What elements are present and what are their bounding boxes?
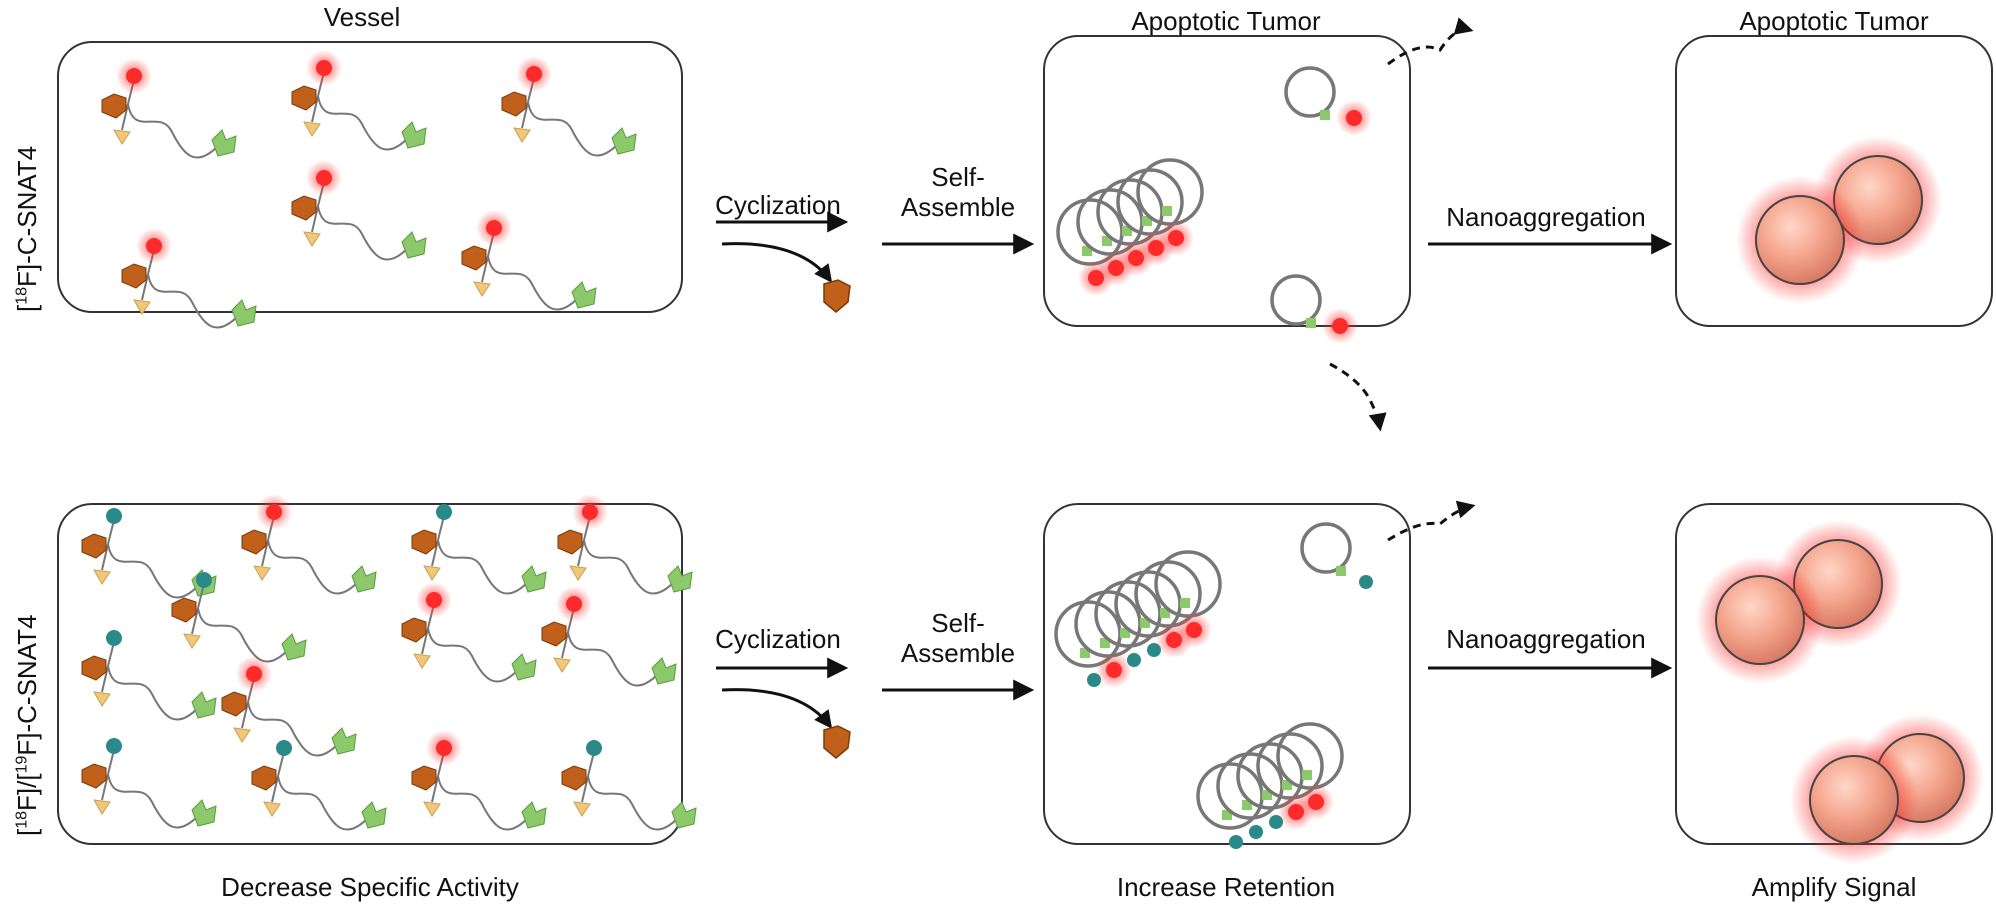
bottom-nanoaggregation-label: Nanoaggregation (1446, 624, 1646, 654)
top-tumor-title: Apoptotic Tumor (1131, 6, 1321, 36)
top-vessel-title: Vessel (323, 2, 401, 32)
hot-probe (401, 582, 537, 683)
hot-probe (461, 210, 597, 311)
cold-probe (251, 740, 387, 831)
top-self-assemble-line1: Self- (931, 162, 985, 192)
hot-probe (291, 50, 427, 151)
bottom-self-assemble-line1: Self- (931, 608, 985, 638)
bottom-row-label: [18F]/[19F]-C-SNAT4 (12, 615, 43, 836)
bottom-tumor-caption: Increase Retention (1116, 872, 1336, 902)
top-row-label: [18F]-C-SNAT4 (12, 146, 43, 312)
nanoparticle (1736, 176, 1864, 304)
ring-assembly (1196, 722, 1344, 849)
cold-probe (561, 740, 697, 831)
top-probe-group (101, 50, 637, 329)
hot-probe (241, 494, 377, 595)
ring-assembly (1056, 158, 1204, 296)
bottom-probe-group (81, 494, 697, 831)
bottom-cyclization-label: Cyclization (715, 624, 841, 654)
cold-probe (81, 738, 217, 829)
top-row-label-sup: 18 (13, 286, 31, 305)
hot-probe (101, 58, 237, 159)
single-ring (1270, 274, 1358, 344)
hot-probe (541, 586, 677, 687)
bottom-result-caption: Amplify Signal (1751, 872, 1917, 902)
dashed-escape-arrow-icon (1329, 362, 1387, 432)
single-ring (1300, 522, 1373, 589)
hot-probe (501, 56, 637, 157)
top-self-assemble-line2: Assemble (900, 192, 1016, 222)
top-result-panel (1675, 35, 1993, 327)
cold-probe (411, 504, 547, 595)
cleavage-arrow-top (721, 242, 833, 283)
bottom-vessel-caption: Decrease Specific Activity (221, 872, 519, 902)
bottom-row-label-sup-a: 18 (13, 810, 31, 829)
hot-probe (121, 228, 257, 329)
bottom-row-label-sup-b: 19 (13, 755, 31, 774)
cold-probe (81, 508, 217, 599)
hot-probe (291, 160, 427, 261)
hot-probe (557, 494, 693, 595)
bottom-row-label-mid: F]/[ (12, 773, 42, 811)
bottom-tumor-panel (1043, 503, 1411, 845)
top-result-title: Apoptotic Tumor (1739, 6, 1929, 36)
cleavage-arrow-bottom (721, 688, 833, 729)
nanoparticle (1790, 736, 1918, 864)
top-self-assemble-label: Self- Assemble (901, 162, 1015, 222)
top-vessel-panel (57, 41, 683, 313)
bottom-self-assemble-line2: Assemble (900, 638, 1016, 668)
nanoparticle-group (1696, 136, 1984, 864)
hot-probe (221, 656, 357, 757)
cleaved-group-icon (823, 725, 851, 759)
cleaved-group-icon (823, 279, 851, 313)
bottom-vessel-panel (57, 503, 683, 845)
top-row-label-suffix: F]-C-SNAT4 (12, 145, 42, 287)
dashed-escape-arrow-icon (1387, 17, 1474, 66)
cold-probe (171, 572, 307, 663)
single-ring (1284, 66, 1372, 136)
bottom-row-label-prefix: [ (12, 828, 42, 836)
nanoparticle (1696, 556, 1824, 684)
top-nanoaggregation-label: Nanoaggregation (1446, 202, 1646, 232)
top-row-label-prefix: [ (12, 304, 42, 312)
top-tumor-panel (1043, 35, 1411, 327)
bottom-tumor-assembly (1054, 522, 1373, 849)
top-tumor-assembly (1056, 66, 1372, 344)
bottom-self-assemble-label: Self- Assemble (901, 608, 1015, 668)
top-cyclization-label: Cyclization (715, 190, 841, 220)
dashed-escape-arrow-icon (1387, 500, 1476, 542)
ring-assembly (1054, 550, 1222, 688)
bottom-row-label-suffix: F]-C-SNAT4 (12, 614, 42, 756)
cold-probe (81, 630, 217, 721)
hot-probe (411, 730, 547, 831)
